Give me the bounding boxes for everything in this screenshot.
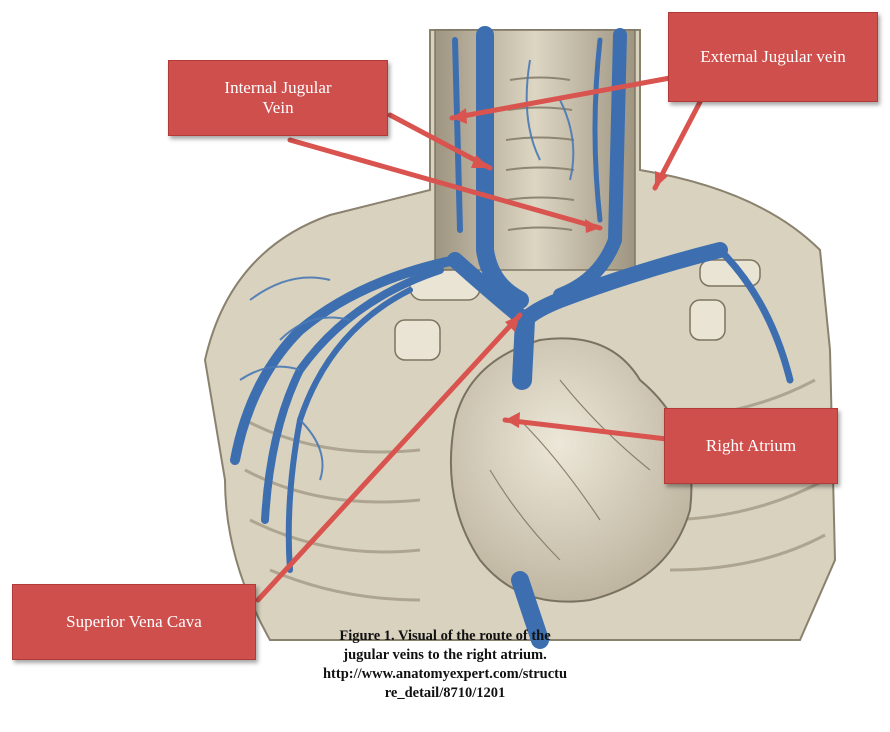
- label-external-jugular-vein: External Jugular vein: [668, 12, 878, 102]
- figure-caption: Figure 1. Visual of the route of the jug…: [250, 627, 640, 703]
- caption-line-1: Figure 1. Visual of the route of the: [250, 627, 640, 646]
- label-internal-jugular-text: Internal Jugular Vein: [208, 78, 348, 117]
- label-external-jugular-text: External Jugular vein: [698, 47, 848, 67]
- caption-line-4: re_detail/8710/1201: [250, 684, 640, 703]
- caption-line-2: jugular veins to the right atrium.: [250, 646, 640, 665]
- label-superior-vena-cava-text: Superior Vena Cava: [66, 612, 202, 632]
- label-superior-vena-cava: Superior Vena Cava: [12, 584, 256, 660]
- label-right-atrium: Right Atrium: [664, 408, 838, 484]
- superior-vena-cava: [522, 320, 525, 380]
- label-right-atrium-text: Right Atrium: [706, 436, 796, 456]
- caption-line-3: http://www.anatomyexpert.com/structu: [250, 665, 640, 684]
- label-internal-jugular-vein: Internal Jugular Vein: [168, 60, 388, 136]
